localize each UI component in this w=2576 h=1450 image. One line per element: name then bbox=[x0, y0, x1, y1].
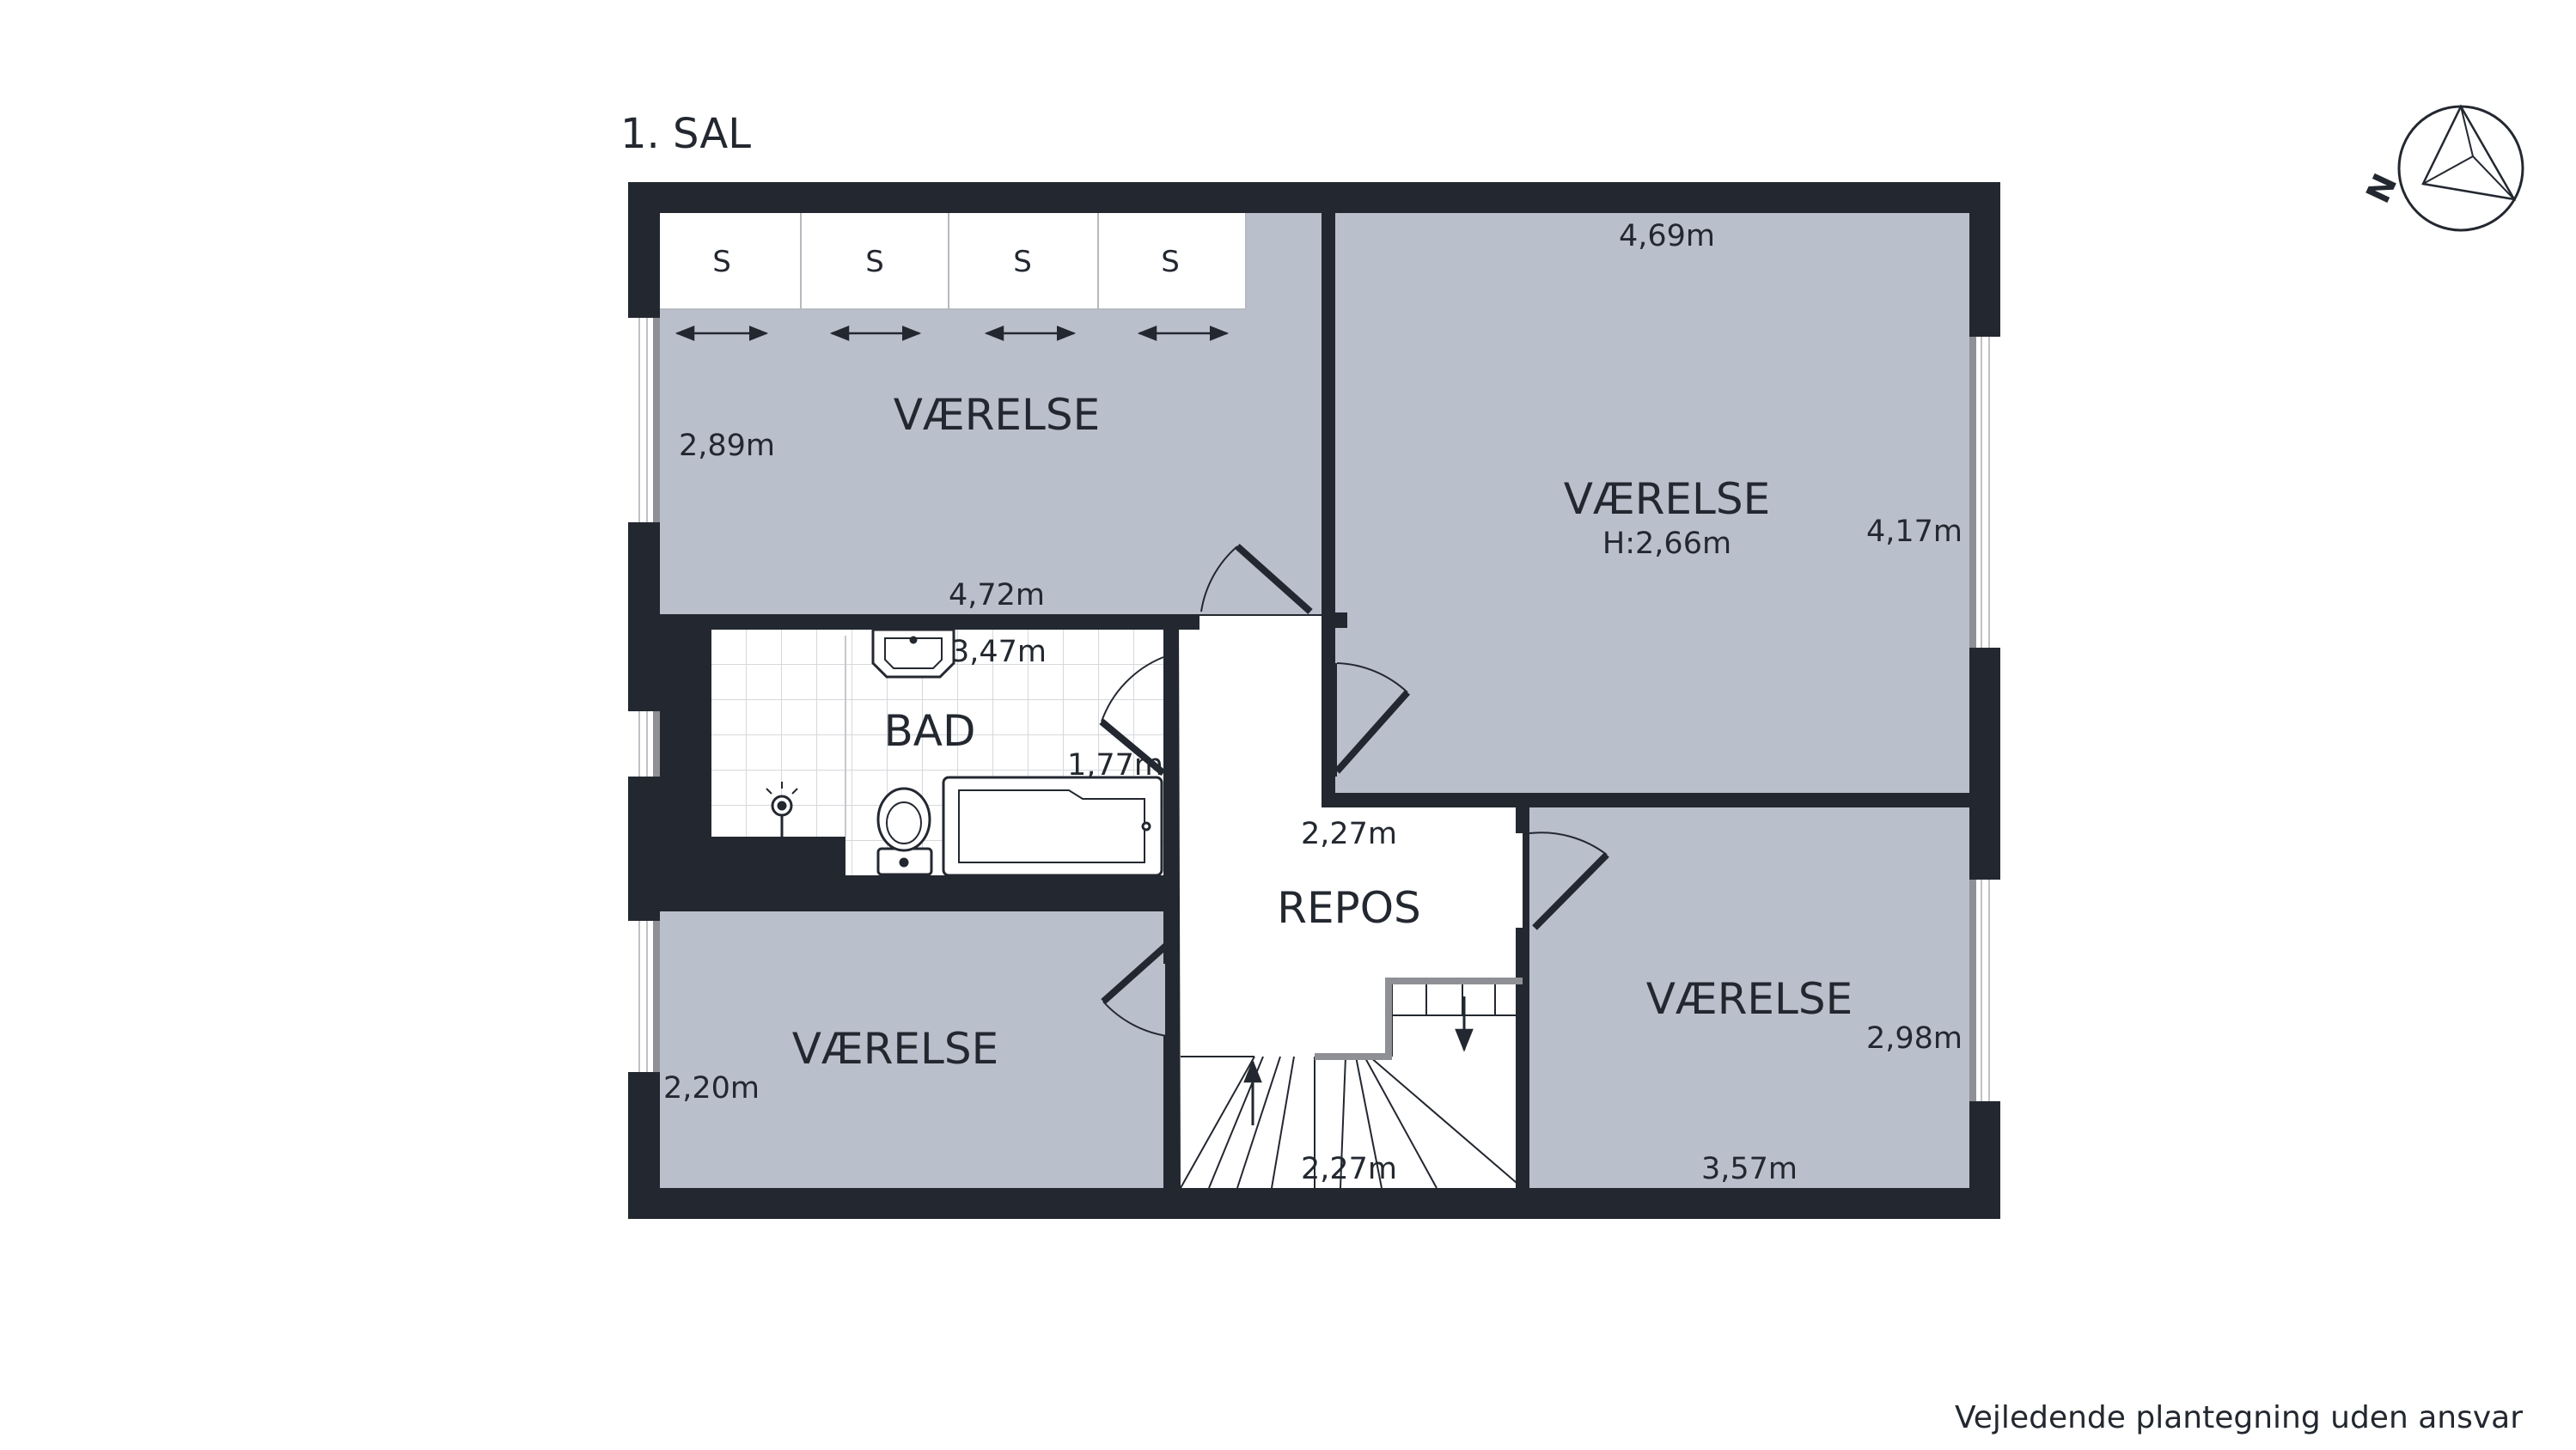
window-west-3 bbox=[628, 921, 660, 1072]
door-bedroom-nw bbox=[1200, 544, 1313, 614]
window-west-1 bbox=[628, 318, 660, 522]
door-bedroom-sw bbox=[1101, 942, 1169, 1037]
room-name-bedroom-se: VÆRELSE bbox=[1646, 974, 1853, 1024]
room-labels: VÆRELSE 2,89m 4,72m VÆRELSE H:2,66m 4,69… bbox=[663, 219, 1963, 1186]
windows bbox=[628, 318, 2000, 1101]
dim-bathroom-depth: 1,77m bbox=[1067, 748, 1163, 783]
wardrobe: S S S S bbox=[660, 213, 1247, 341]
dim-bedroom-nw-width: 4,72m bbox=[949, 578, 1045, 612]
dim-bedroom-ne-depth: 4,17m bbox=[1866, 515, 1963, 549]
doors bbox=[1099, 544, 1609, 1037]
floor-title: 1. SAL bbox=[620, 110, 751, 158]
toilet-icon bbox=[876, 787, 933, 876]
room-name-bedroom-ne: VÆRELSE bbox=[1564, 474, 1770, 524]
stair-outline bbox=[1315, 978, 1523, 1060]
room-name-bedroom-sw: VÆRELSE bbox=[792, 1024, 998, 1074]
dim-bedroom-se-depth: 2,98m bbox=[1866, 1021, 1963, 1056]
bedroom-se-floor bbox=[1529, 807, 1969, 1188]
door-bedroom-ne bbox=[1334, 662, 1410, 774]
compass-icon: N bbox=[2359, 104, 2524, 232]
compass-letter: N bbox=[2359, 168, 2404, 208]
wardrobe-label: S bbox=[1013, 245, 1032, 279]
wardrobe-label: S bbox=[712, 245, 731, 279]
dim-stair-width: 2,27m bbox=[1301, 1152, 1397, 1186]
bathtub-icon bbox=[942, 776, 1163, 877]
shower-icon bbox=[766, 782, 798, 838]
room-name-landing: REPOS bbox=[1277, 883, 1421, 933]
dim-bedroom-se-width: 3,57m bbox=[1701, 1152, 1798, 1186]
window-east-1 bbox=[1969, 337, 2000, 648]
window-east-2 bbox=[1969, 880, 2000, 1101]
dim-landing-width: 2,27m bbox=[1301, 817, 1397, 851]
landing-floor bbox=[1179, 616, 1523, 1188]
room-name-bedroom-nw: VÆRELSE bbox=[894, 390, 1100, 440]
bedroom-ne-floor bbox=[1335, 213, 1969, 793]
dim-bedroom-ne-width: 4,69m bbox=[1619, 219, 1715, 253]
bathroom-fixtures bbox=[766, 628, 1163, 877]
dim-bedroom-nw-depth: 2,89m bbox=[679, 429, 775, 463]
footer-disclaimer: Vejledende plantegning uden ansvar bbox=[1955, 1400, 2523, 1435]
dim-bedroom-sw-depth: 2,20m bbox=[663, 1071, 760, 1106]
wardrobe-label: S bbox=[865, 245, 884, 279]
room-name-bathroom: BAD bbox=[883, 706, 975, 756]
bedroom-sw-floor bbox=[660, 911, 1165, 1188]
sink-icon bbox=[871, 628, 955, 679]
dim-bathroom-width: 3,47m bbox=[950, 635, 1047, 669]
staircase bbox=[1180, 978, 1523, 1189]
door-bedroom-se bbox=[1529, 832, 1609, 930]
wardrobe-label: S bbox=[1161, 245, 1180, 279]
window-west-2 bbox=[628, 711, 660, 777]
door-bathroom bbox=[1099, 656, 1166, 777]
room-height-bedroom-ne: H:2,66m bbox=[1602, 527, 1731, 561]
interior-walls bbox=[660, 213, 1969, 1188]
